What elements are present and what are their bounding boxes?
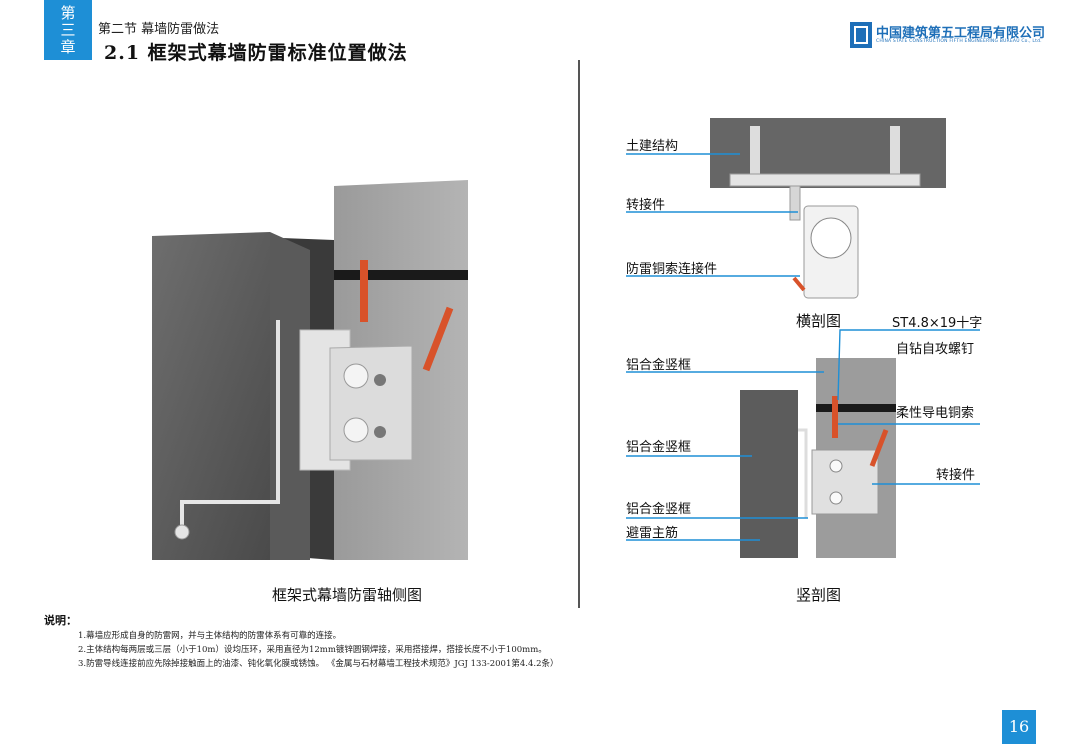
note-item: 1.幕墙应形成自身的防雷网，并与主体结构的防雷体系有可靠的连接。 <box>78 631 342 641</box>
horizontal-section-figure <box>710 118 946 299</box>
chapter-char: 章 <box>60 38 76 56</box>
rebar-line <box>180 320 280 530</box>
page-number: 16 <box>1002 710 1036 744</box>
callout-adapter-bottom: 转接件 <box>936 468 976 483</box>
callout-mullion-1: 铝合金竖框 <box>626 358 692 373</box>
notes-title: 说明： <box>44 614 77 627</box>
chapter-char: 三 <box>60 21 76 39</box>
callout-screw-line2: 自钻自攻螺钉 <box>896 342 975 357</box>
axonometric-figure <box>152 180 468 560</box>
section-label: 第二节 幕墙防雷做法 <box>98 22 220 37</box>
note-item: 2.主体结构每两层或三层（小于10m）设均压环，采用直径为12mm镀锌圆钢焊接，… <box>78 645 547 655</box>
copper-strap-top <box>360 260 368 322</box>
embed-plate <box>729 173 921 187</box>
company-logo: 中国建筑第五工程局有限公司 CHINA STATE CONSTRUCTION F… <box>850 22 1045 50</box>
callout-copper-connector: 防雷铜索连接件 <box>626 262 718 277</box>
note-item: 3.防雷导线连接前应先除掉接触面上的油漆、钝化氧化膜或锈蚀。 《金属与石材幕墙工… <box>78 659 559 669</box>
wall <box>740 390 798 558</box>
callout-lightning-rebar: 避雷主筋 <box>626 526 679 541</box>
horizontal-caption: 横剖图 <box>796 312 842 330</box>
company-name-en: CHINA STATE CONSTRUCTION FIFTH ENGINEERI… <box>876 39 1042 44</box>
chapter-char: 第 <box>60 4 76 22</box>
copper-strap-diag <box>422 306 454 372</box>
axonometric-caption: 框架式幕墙防雷轴侧图 <box>272 586 423 604</box>
chapter-tab: 第 三 章 <box>44 0 92 60</box>
callout-civil-structure: 土建结构 <box>626 139 679 154</box>
page-title: 2.1 框架式幕墙防雷标准位置做法 <box>104 42 408 64</box>
black-seal-strip <box>334 270 468 280</box>
company-logo-icon <box>850 22 872 48</box>
vertical-section-figure <box>740 358 896 558</box>
callout-mullion-3: 铝合金竖框 <box>626 502 692 517</box>
callout-mullion-2: 铝合金竖框 <box>626 440 692 455</box>
callout-screw-line1: ST4.8×19十字 <box>892 316 983 331</box>
vertical-caption: 竖剖图 <box>796 586 842 604</box>
company-name-cn: 中国建筑第五工程局有限公司 <box>876 26 1046 41</box>
callout-adapter-top: 转接件 <box>626 198 666 213</box>
callout-flexible-copper: 柔性导电铜索 <box>896 406 975 421</box>
concrete-block <box>152 232 270 560</box>
vertical-divider <box>578 60 580 608</box>
